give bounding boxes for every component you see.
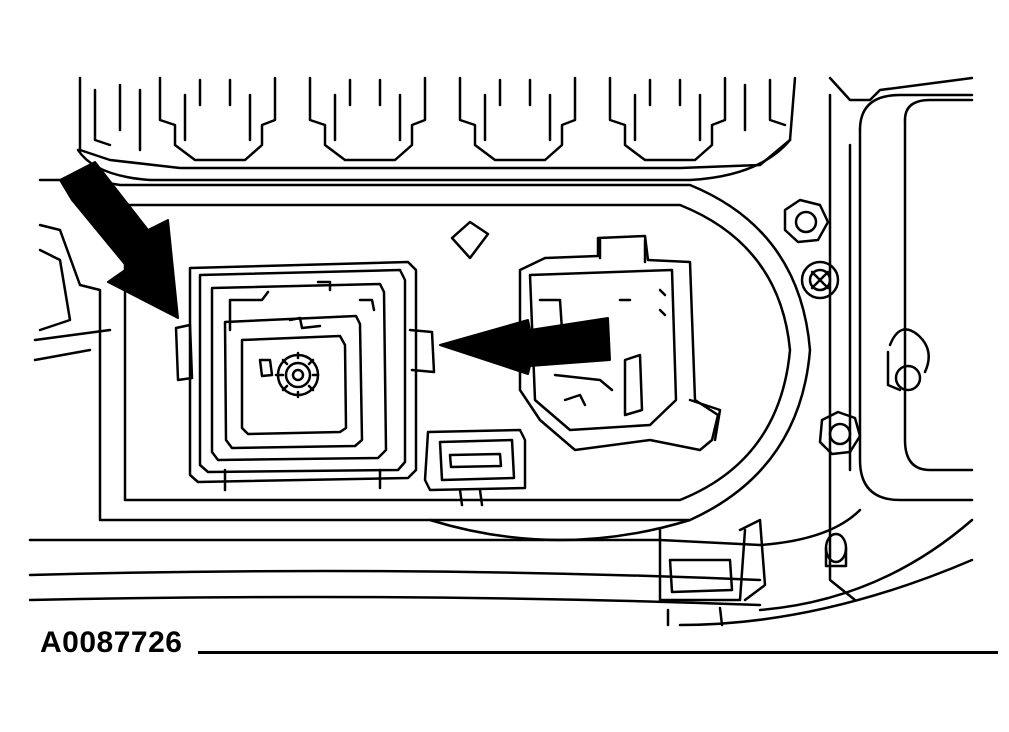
clip-1: [158, 76, 277, 162]
nut-icon: [818, 410, 862, 456]
switch-module-right: [518, 234, 722, 452]
bottom-clip: [658, 518, 767, 627]
arrow-icon: [439, 317, 611, 375]
clip-4: [608, 76, 727, 162]
right-panel: [828, 76, 974, 602]
bezel-frame: [28, 178, 974, 627]
top-connector-row: [76, 76, 797, 182]
reference-rule: [198, 651, 998, 654]
bezel-bottom-arc: [428, 518, 692, 542]
screw-icon: [824, 532, 848, 568]
switch-module-left: [174, 260, 436, 492]
gear-icon: [274, 351, 320, 399]
small-block: [450, 220, 490, 260]
clip-2: [308, 76, 427, 162]
clip-3: [458, 76, 577, 162]
figure-reference-label: A0087726: [40, 626, 183, 659]
nut-icon: [783, 198, 830, 244]
arrow-icon: [59, 161, 179, 319]
connector-icon: [886, 328, 930, 392]
connector-icon: [423, 428, 527, 507]
screw-icon: [800, 260, 840, 300]
